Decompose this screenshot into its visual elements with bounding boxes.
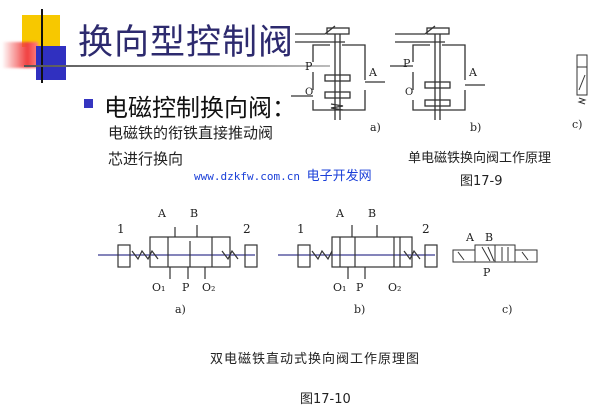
title-divider [24, 65, 330, 67]
double-solenoid-valve-a [98, 225, 258, 279]
slide-title: 换向型控制阀 [78, 23, 295, 63]
watermark-url: www.dzkfw.com.cn [194, 170, 300, 183]
port-label-b: B [485, 231, 493, 244]
port-label-a: A [465, 231, 475, 244]
description-line: 芯进行换向 [108, 150, 184, 168]
port-label-p: P [356, 281, 364, 294]
port-label-a: A [335, 207, 345, 220]
sub-label-c: c) [572, 118, 582, 131]
port-label-o1: O₁ [333, 281, 346, 294]
port-label-o: O [405, 87, 413, 98]
decor-vertical-line [41, 9, 43, 83]
port-label-b: B [368, 207, 376, 220]
figure-17-10-number: 图17-10 [300, 392, 351, 407]
port-label-o1: O₁ [152, 281, 165, 294]
port-label-a: A [368, 66, 378, 79]
watermark: www.dzkfw.com.cn 电子开发网 [194, 165, 372, 184]
figure-17-9-number: 图17-9 [460, 174, 503, 189]
figure-17-9-caption: 单电磁铁换向阀工作原理 [408, 151, 552, 166]
solenoid-label-1: 1 [297, 222, 305, 236]
valve-symbol-c [452, 244, 538, 263]
double-solenoid-valve-b [278, 225, 438, 279]
solenoid-label-2: 2 [243, 222, 251, 236]
port-label-p: P [483, 266, 491, 279]
port-label-p: P [182, 281, 190, 294]
port-label-o: O [305, 87, 313, 98]
valve-a [291, 25, 385, 120]
valve-symbol-c [576, 54, 588, 105]
valve-b [390, 25, 485, 120]
sub-label-b: b) [470, 121, 481, 134]
port-label-o2: O₂ [388, 281, 401, 294]
sub-label-a: a) [370, 121, 381, 134]
port-label-o2: O₂ [202, 281, 215, 294]
figure-17-10-diagram: A B 1 2 O₁ P O₂ a) A B 1 2 O₁ P O₂ b) A … [98, 207, 538, 316]
watermark-site: 电子开发网 [306, 169, 372, 184]
port-label-a: A [468, 66, 478, 79]
solenoid-label-2: 2 [422, 222, 430, 236]
description-line: 电磁铁的衔铁直接推动阀 [108, 124, 274, 142]
port-label-p: P [403, 57, 411, 70]
port-label-p: P [305, 60, 313, 73]
port-label-b: B [190, 207, 198, 220]
sub-label-a: a) [175, 303, 186, 316]
port-label-a: A [157, 207, 167, 220]
solenoid-label-1: 1 [117, 222, 125, 236]
figure-17-10-caption: 双电磁铁直动式换向阀工作原理图 [210, 352, 421, 367]
figure-17-9-diagram: P O A a) P O A b) c) [291, 25, 588, 134]
decor-red-square [2, 42, 38, 68]
bullet-icon [84, 99, 93, 108]
sub-label-b: b) [354, 303, 365, 316]
sub-label-c: c) [502, 303, 512, 316]
bullet-heading: 电磁控制换向阀： [104, 94, 296, 122]
